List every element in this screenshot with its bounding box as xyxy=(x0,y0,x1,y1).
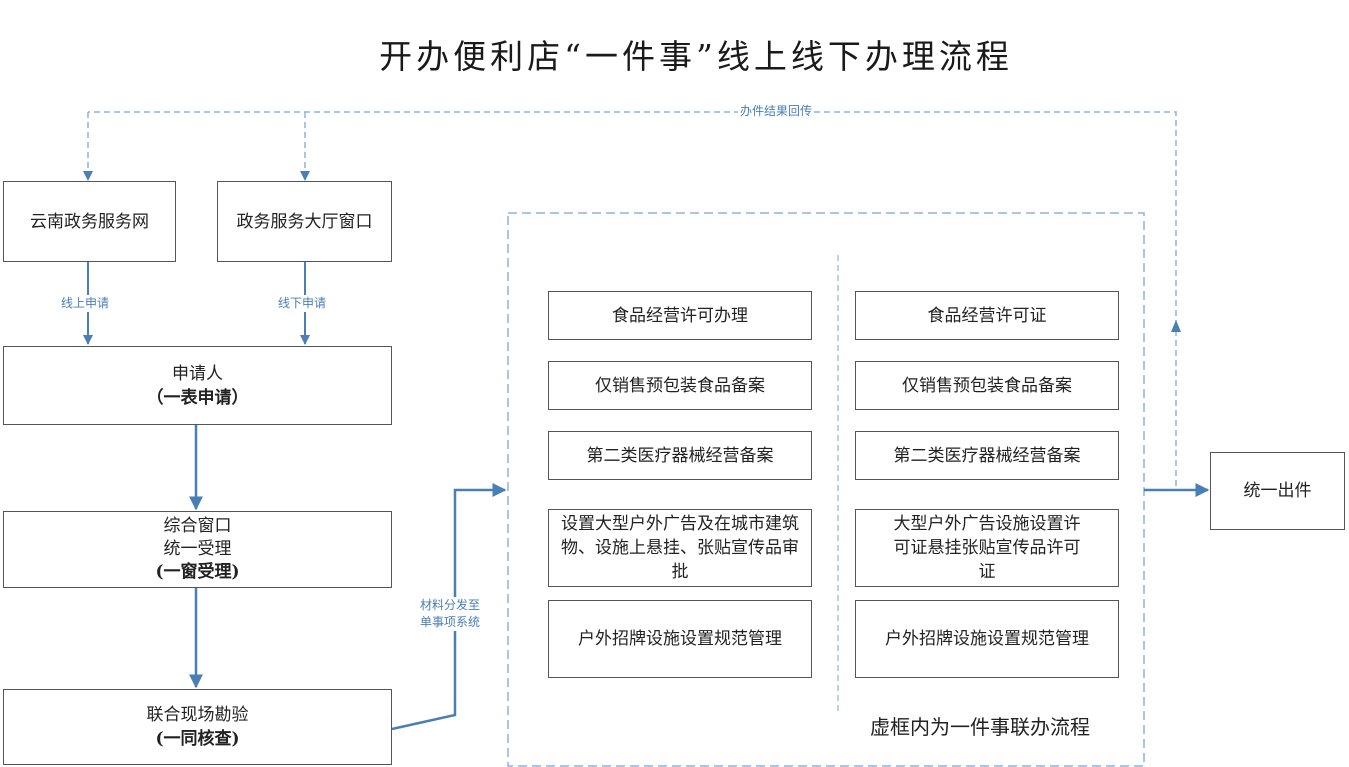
comprehensive-window-line1: 综合窗口 xyxy=(163,516,232,536)
process-item-text: 食品经营许可办理 xyxy=(612,305,748,326)
joint-site-inspection-subtitle: (一同核查) xyxy=(155,729,240,749)
process-item-box: 第二类医疗器械经营备案 xyxy=(548,431,812,480)
unified-output-box: 统一出件 xyxy=(1210,452,1345,530)
comprehensive-window-box: 综合窗口 统一受理 (一窗受理) xyxy=(3,511,392,588)
process-item-box: 食品经营许可办理 xyxy=(548,291,812,340)
process-item-box: 户外招牌设施设置规范管理 xyxy=(548,600,812,678)
process-item-text: 仅销售预包装食品备案 xyxy=(595,375,765,396)
joint-site-inspection-box: 联合现场勘验 (一同核查) xyxy=(3,689,392,765)
online-apply-label: 线上申请 xyxy=(59,295,112,312)
process-item-box: 设置大型户外广告及在城市建筑物、设施上悬挂、张贴宣传品审批 xyxy=(548,509,812,587)
process-item-text: 户外招牌设施设置规范管理 xyxy=(578,629,782,649)
result-item-box: 大型户外广告设施设置许可证悬挂张贴宣传品许可证 xyxy=(855,509,1119,587)
process-item-text: 设置大型户外广告及在城市建筑物、设施上悬挂、张贴宣传品审批 xyxy=(561,514,799,582)
applicant-box: 申请人 （一表申请） xyxy=(3,346,392,425)
result-item-box: 第二类医疗器械经营备案 xyxy=(855,431,1119,480)
unified-output-text: 统一出件 xyxy=(1243,481,1312,501)
gov-service-hall-window-text: 政务服务大厅窗口 xyxy=(236,211,373,232)
result-item-text: 仅销售预包装食品备案 xyxy=(902,375,1072,396)
process-item-box: 仅销售预包装食品备案 xyxy=(548,361,812,410)
comprehensive-window-line3: (一窗受理) xyxy=(155,562,240,582)
offline-apply-label: 线下申请 xyxy=(276,295,329,312)
result-item-text: 食品经营许可证 xyxy=(927,305,1047,326)
dispatch-label: 材料分发至 单事项系统 xyxy=(418,597,483,631)
result-item-text: 户外招牌设施设置规范管理 xyxy=(885,629,1089,649)
yunnan-gov-service-portal-box: 云南政务服务网 xyxy=(3,181,176,262)
yunnan-gov-service-portal-text: 云南政务服务网 xyxy=(30,211,149,232)
gov-service-hall-window-box: 政务服务大厅窗口 xyxy=(217,181,392,262)
feedback-dashed-line xyxy=(88,111,1177,486)
applicant-subtitle: （一表申请） xyxy=(146,387,249,408)
result-item-text: 大型户外广告设施设置许可证悬挂张贴宣传品许可证 xyxy=(893,514,1081,582)
result-item-box: 食品经营许可证 xyxy=(855,291,1119,340)
result-item-box: 仅销售预包装食品备案 xyxy=(855,361,1119,410)
feedback-up-arrowhead xyxy=(1171,320,1181,332)
dispatch-label-line2: 单事项系统 xyxy=(420,615,481,629)
dispatch-label-line1: 材料分发至 xyxy=(420,598,481,612)
joint-site-inspection-title: 联合现场勘验 xyxy=(146,705,249,725)
process-item-text: 第二类医疗器械经营备案 xyxy=(586,445,774,466)
comprehensive-window-line2: 统一受理 xyxy=(163,539,232,559)
joint-process-note: 虚框内为一件事联办流程 xyxy=(870,715,1090,739)
result-item-box: 户外招牌设施设置规范管理 xyxy=(855,600,1119,678)
applicant-title: 申请人 xyxy=(172,363,223,384)
result-item-text: 第二类医疗器械经营备案 xyxy=(893,445,1081,466)
diagram-title: 开办便利店“一件事”线上线下办理流程 xyxy=(379,37,1013,76)
feedback-label: 办件结果回传 xyxy=(738,103,815,120)
